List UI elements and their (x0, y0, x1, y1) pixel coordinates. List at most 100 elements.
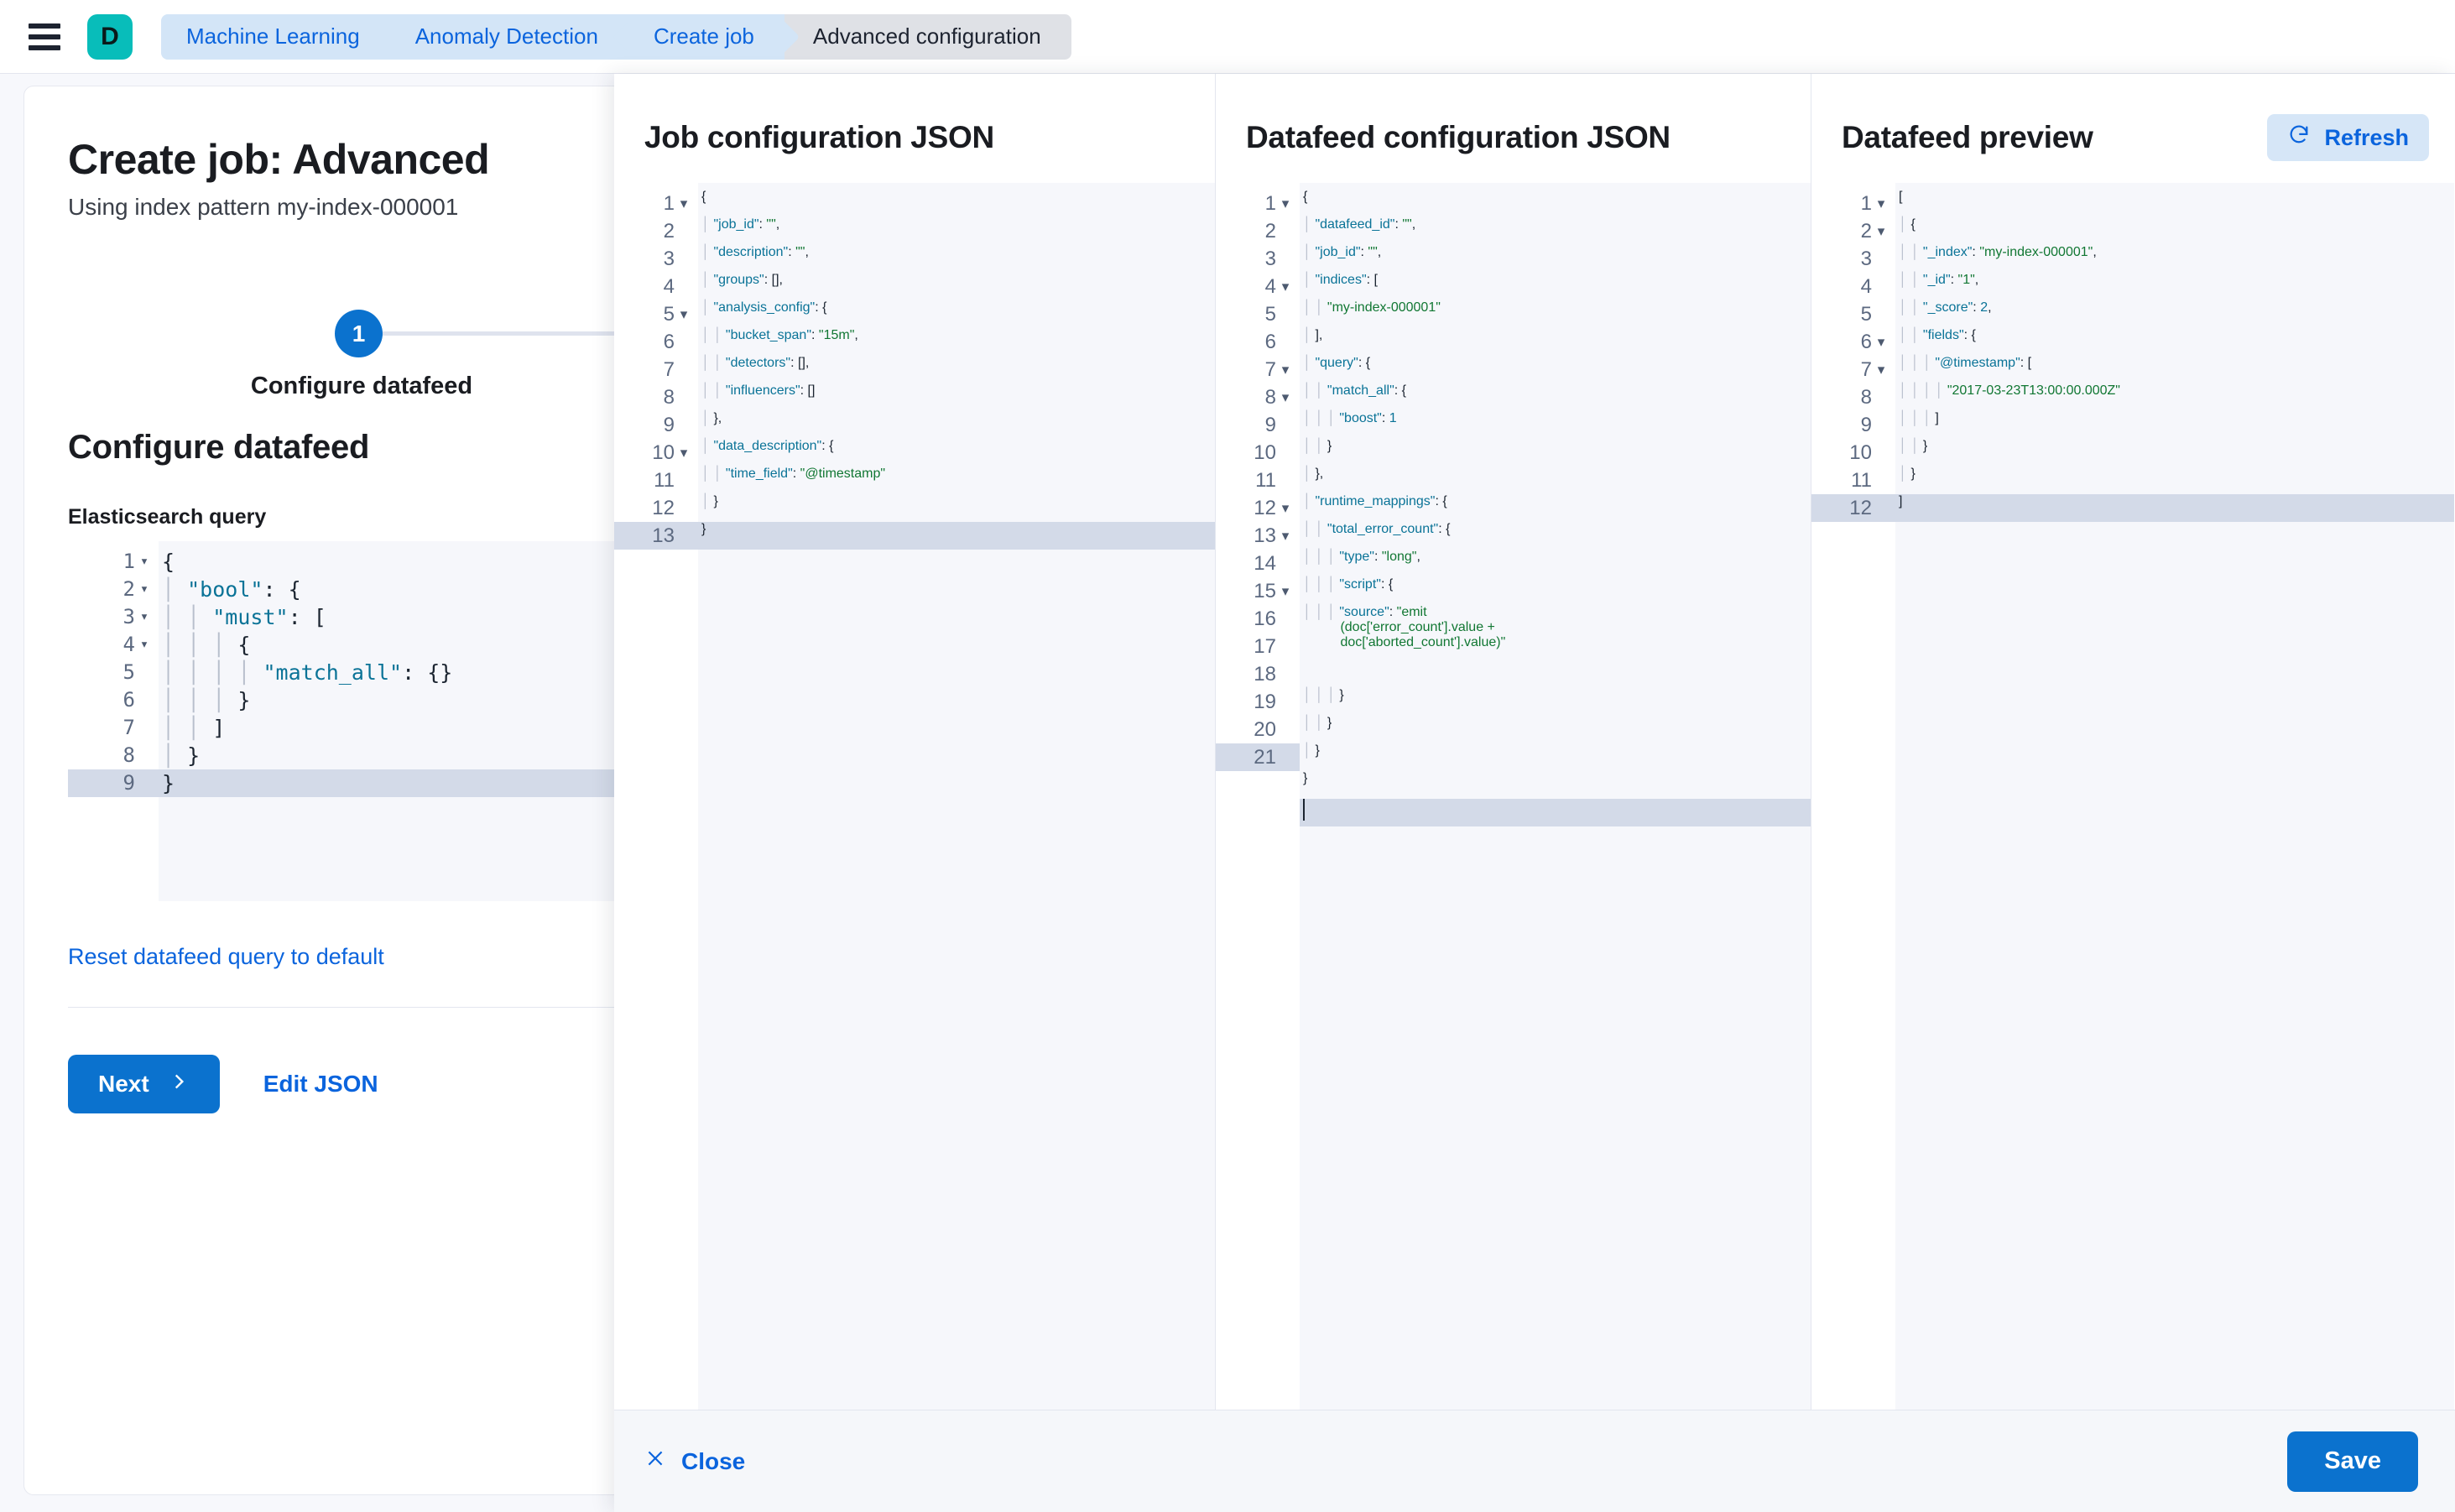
gutter-line: 14▾ (1254, 551, 1276, 575)
code-line: { (1303, 190, 1308, 204)
gutter-line: 11▾ (1851, 468, 1872, 492)
datafeed-preview-editor[interactable]: 1▾2▾3▾4▾5▾6▾7▾8▾9▾10▾11▾12▾ [│ {│ │ "_in… (1811, 183, 2454, 1410)
code-line: } (1303, 771, 1308, 785)
gutter-line: 4▾ (663, 274, 675, 298)
job-configuration-panel: Job configuration JSON 1▾2▾3▾4▾5▾6▾7▾8▾9… (614, 74, 1215, 1410)
code-line: │ "groups": [], (701, 273, 783, 287)
code-line: │ { (1899, 217, 1916, 232)
hamburger-menu-icon[interactable] (29, 23, 62, 50)
breadcrumb-item-3[interactable]: Create job (628, 13, 784, 60)
step-number-badge[interactable]: 1 (335, 310, 383, 357)
editor-gutter: 1▾2▾3▾4▾5▾6▾7▾8▾9▾10▾11▾12▾13▾ (614, 183, 698, 1410)
code-line: │ │ } (1303, 716, 1332, 730)
gutter-line: 2▾ (1860, 219, 1885, 242)
code-line: [ (1899, 190, 1903, 204)
gutter-line: 7▾ (122, 716, 135, 739)
gutter-line: 12▾ (652, 496, 675, 519)
code-line: │ } (1899, 467, 1916, 481)
gutter-line: 8▾ (663, 385, 675, 409)
code-line: │ "bool": { (162, 577, 301, 602)
code-line: │ │ │ } (162, 688, 251, 712)
page-subtitle: Using index pattern my-index-000001 (68, 194, 459, 220)
breadcrumb-item-1[interactable]: Machine Learning (161, 13, 390, 60)
editor-gutter: 1▾2▾3▾4▾5▾6▾7▾8▾9▾ (68, 541, 159, 901)
gutter-line: 9▾ (68, 769, 159, 797)
gutter-line: 6▾ (663, 330, 675, 353)
code-line: │ "data_description": { (701, 439, 834, 453)
code-line: │ │ "_id": "1", (1899, 273, 1979, 287)
gutter-line: 6▾ (1860, 330, 1885, 353)
job-config-editor[interactable]: 1▾2▾3▾4▾5▾6▾7▾8▾9▾10▾11▾12▾13▾ {│ "job_i… (614, 183, 1215, 1410)
gutter-line: 21▾ (1216, 743, 1300, 771)
gutter-line: 4▾ (1860, 274, 1872, 298)
editor-code-area[interactable]: {│ "job_id": "",│ "description": "",│ "g… (698, 183, 1215, 1410)
code-line: │ "analysis_config": { (701, 300, 827, 315)
breadcrumb-item-2[interactable]: Anomaly Detection (389, 13, 628, 60)
next-button[interactable]: Next (68, 1055, 220, 1113)
code-line: │ "job_id": "", (1303, 245, 1382, 259)
reset-datafeed-query-link[interactable]: Reset datafeed query to default (68, 944, 384, 969)
hamburger-bar (29, 34, 60, 39)
code-line: │ │ "_index": "my-index-000001", (1899, 245, 2097, 259)
editor-gutter: 1▾2▾3▾4▾5▾6▾7▾8▾9▾10▾11▾12▾ (1811, 183, 1895, 1410)
code-line: │ "indices": [ (1303, 273, 1378, 287)
code-line: │ │ │ } (1303, 688, 1344, 702)
editor-code-area[interactable]: {│ "datafeed_id": "",│ "job_id": "",│ "i… (1300, 183, 1811, 1410)
gutter-line: 1▾ (1264, 191, 1290, 215)
edit-json-button[interactable]: Edit JSON (263, 1071, 378, 1097)
gutter-line: 1▾ (1860, 191, 1885, 215)
gutter-line: 2▾ (663, 219, 675, 242)
hamburger-bar (29, 44, 60, 50)
save-button[interactable]: Save (2287, 1431, 2418, 1492)
datafeed-preview-panel: Datafeed preview Refresh 1▾2▾3▾4▾5▾6▾7▾8… (1811, 74, 2454, 1410)
gutter-line: 18▾ (1254, 662, 1276, 686)
job-config-title: Job configuration JSON (644, 120, 994, 154)
gutter-line: 7▾ (663, 357, 675, 381)
code-line: │ │ "must": [ (162, 605, 326, 629)
refresh-button[interactable]: Refresh (2267, 114, 2429, 161)
code-line: } (698, 522, 1215, 550)
close-x-icon (644, 1447, 666, 1475)
gutter-line: 3▾ (1860, 247, 1872, 270)
gutter-line: 1▾ (663, 191, 688, 215)
code-line: │ } (701, 494, 718, 508)
gutter-line: 4▾ (1264, 274, 1290, 298)
gutter-line: 4▾ (122, 633, 149, 656)
code-line: │ │ "time_field": "@timestamp" (701, 467, 886, 481)
gutter-line: 8▾ (1860, 385, 1872, 409)
code-line: │ │ │ ] (1899, 411, 1939, 425)
gutter-line: 3▾ (663, 247, 675, 270)
space-avatar[interactable]: D (87, 13, 133, 60)
gutter-line: 12▾ (1254, 496, 1290, 519)
refresh-button-label: Refresh (2324, 124, 2409, 150)
gutter-line: 13▾ (1254, 524, 1290, 547)
gutter-line: 5▾ (1264, 302, 1276, 326)
gutter-line: 2▾ (1264, 219, 1276, 242)
gutter-line: 1▾ (122, 550, 149, 573)
code-line: │ │ │ │ "2017-03-23T13:00:00.000Z" (1899, 383, 2120, 398)
next-button-label: Next (98, 1071, 149, 1097)
editor-code-area[interactable]: [ │ { │ │ "_index": "my-index-000001", │ │ … (1895, 183, 2454, 1410)
code-line: │ │ "fields": { (1899, 328, 1976, 342)
gutter-line: 16▾ (1254, 607, 1276, 630)
datafeed-config-editor[interactable]: 1▾2▾3▾4▾5▾6▾7▾8▾9▾10▾11▾12▾13▾14▾15▾16▾1… (1216, 183, 1811, 1410)
gutter-line: 3▾ (122, 605, 149, 628)
code-line: { (162, 550, 175, 574)
breadcrumb-item-4[interactable]: Advanced configuration (784, 13, 1071, 60)
code-line: │ │ │ "source": "emit (doc['error_count'… (1303, 605, 1506, 649)
gutter-line: 3▾ (1264, 247, 1276, 270)
gutter-line: 5▾ (1860, 302, 1872, 326)
refresh-icon (2287, 123, 2311, 153)
gutter-line: 8▾ (1264, 385, 1290, 409)
gutter-line: 11▾ (654, 468, 675, 492)
gutter-line: 5▾ (122, 660, 135, 684)
close-button[interactable]: Close (644, 1447, 745, 1475)
code-line: │ │ "total_error_count": { (1303, 522, 1451, 536)
code-line: │ │ │ │ "match_all": {} (162, 660, 453, 685)
code-line: │ │ │ "type": "long", (1303, 550, 1420, 564)
gutter-line: 10▾ (652, 441, 688, 464)
gutter-line: 13▾ (614, 522, 698, 550)
gutter-line: 19▾ (1254, 690, 1276, 713)
gutter-line: 9▾ (1860, 413, 1872, 436)
code-line: │ │ } (1303, 439, 1332, 453)
